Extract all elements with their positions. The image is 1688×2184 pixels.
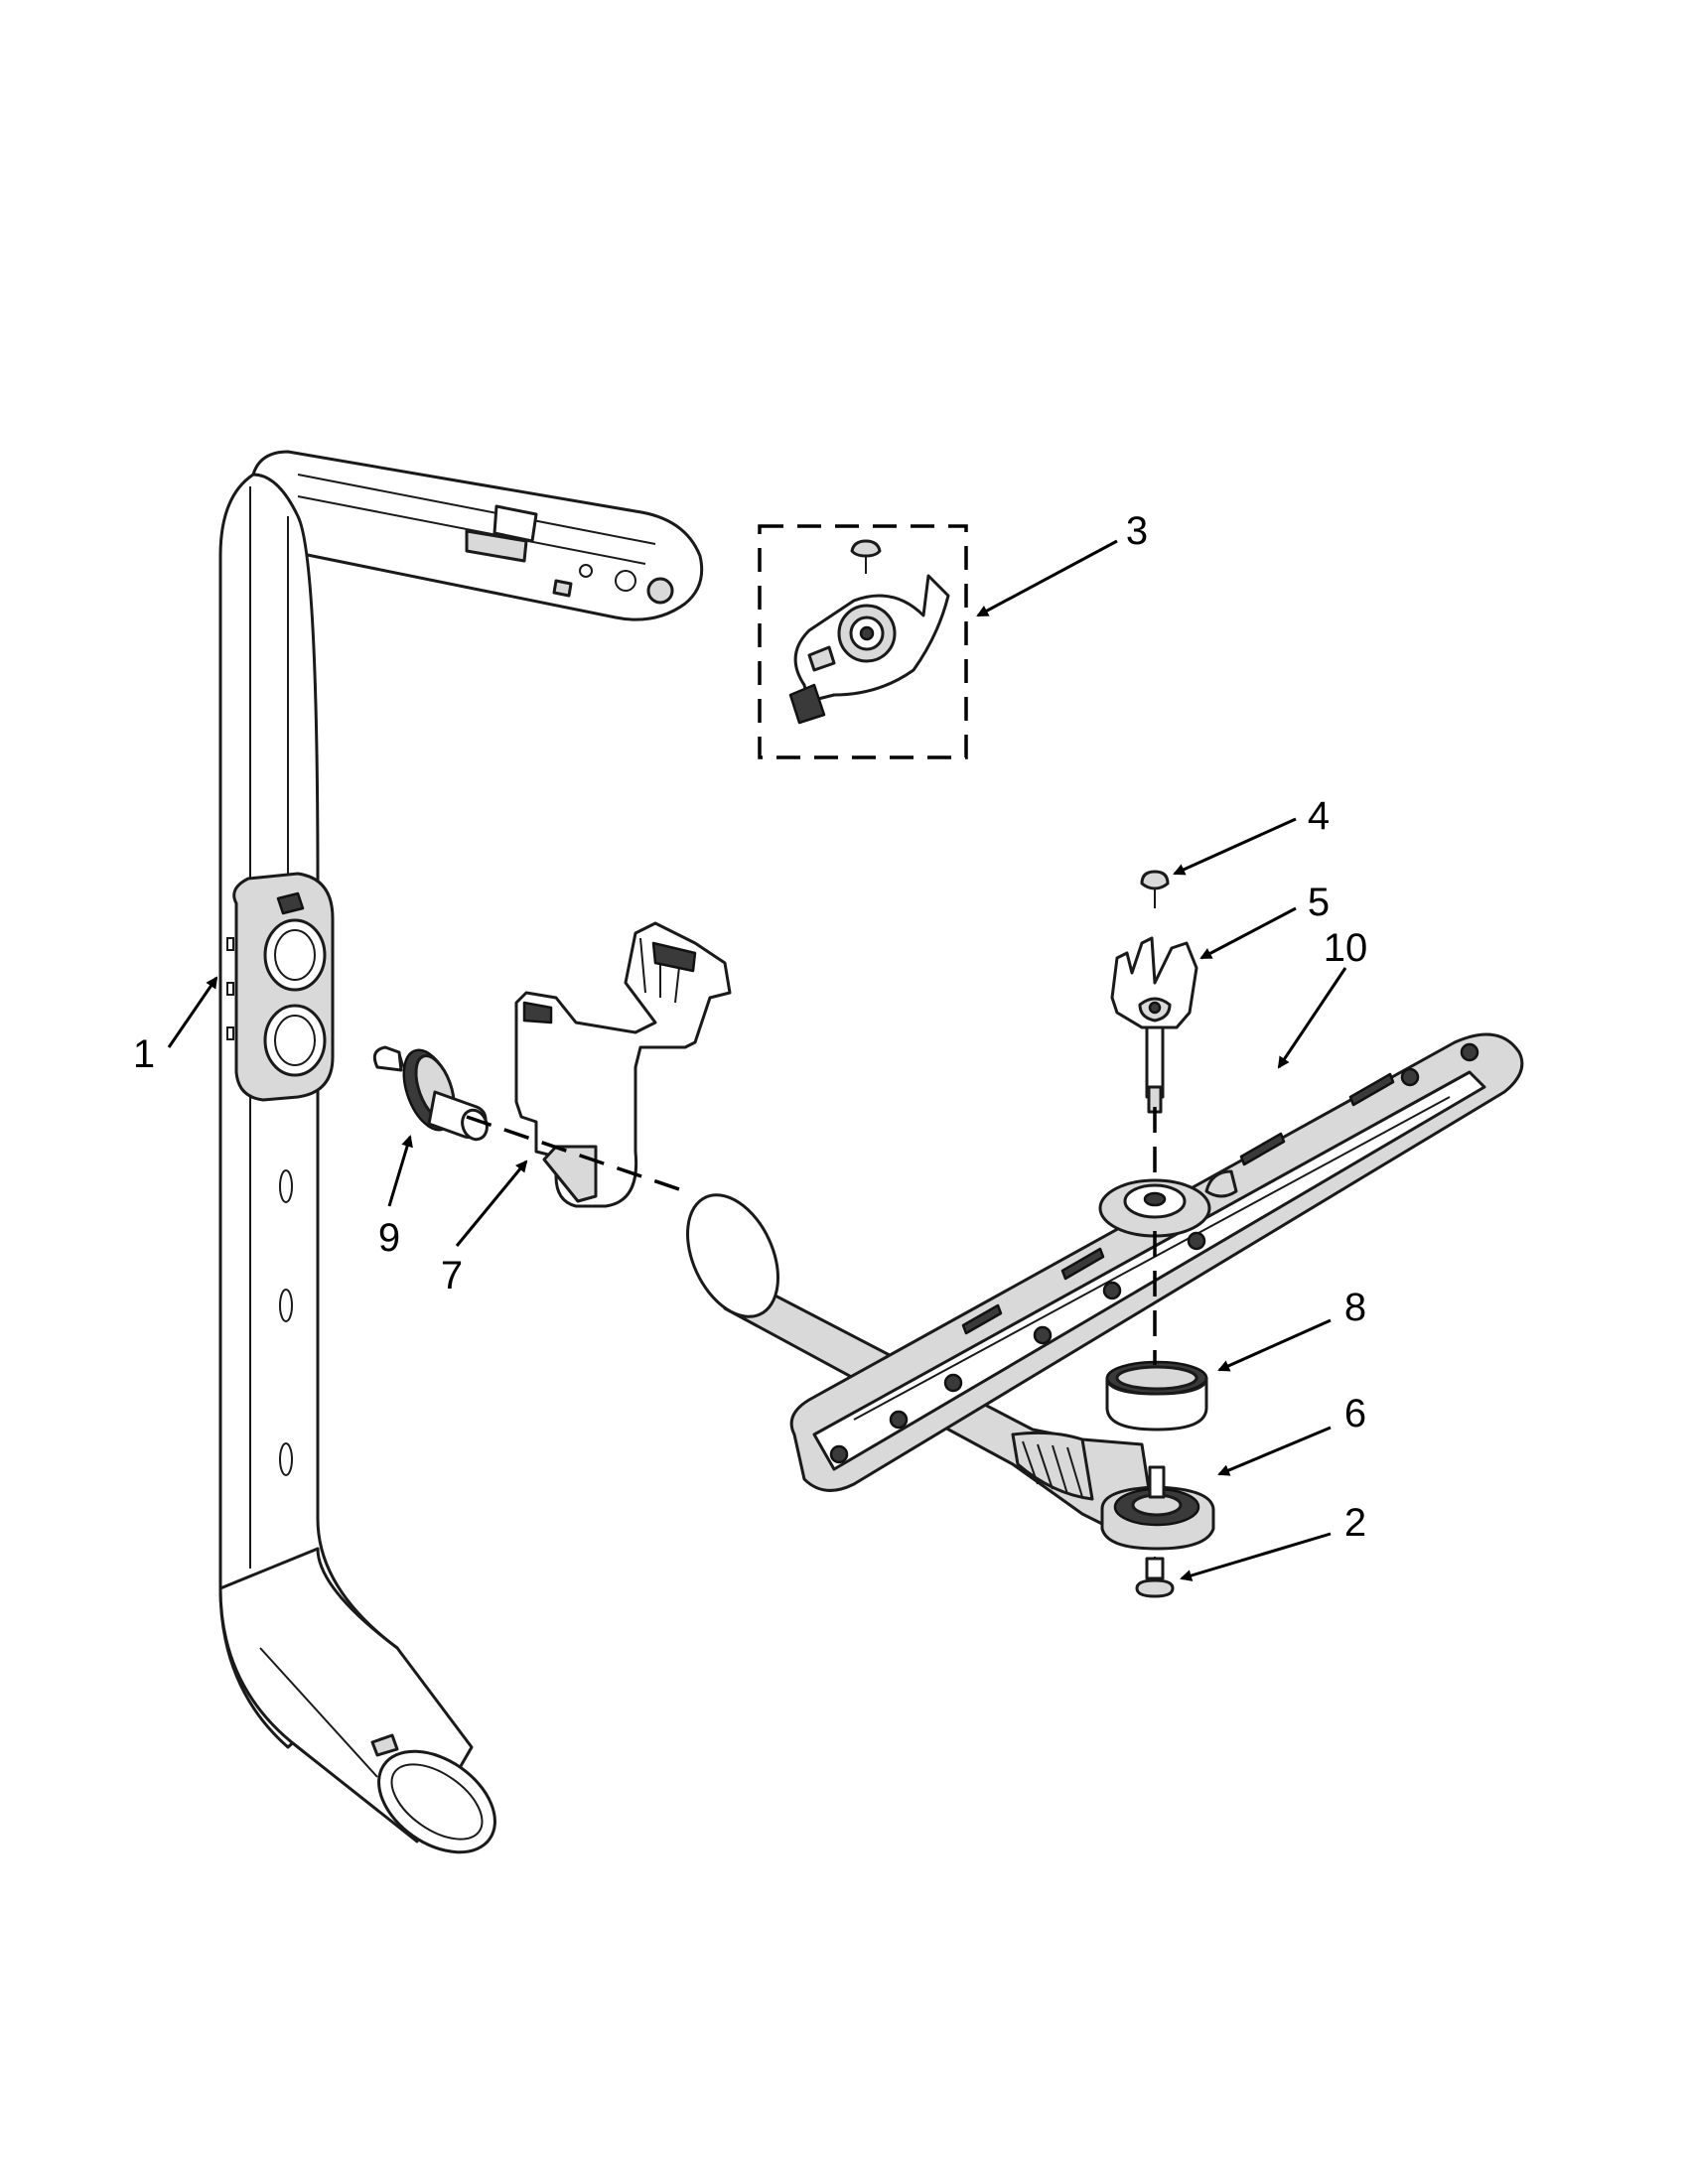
leader-2 [1180,1532,1332,1581]
part-7-bracket [514,921,732,1208]
leader-8 [1217,1318,1332,1372]
part-5-mount [1110,936,1198,1114]
leader-10 [1277,967,1347,1069]
part-10-spray-arm [686,1032,1524,1531]
callout-3: 3 [1126,509,1148,553]
leader-5 [1199,906,1297,960]
callout-2: 2 [1344,1501,1366,1545]
part-9-plug [372,1045,489,1142]
part-2-screw-bottom [1135,1557,1175,1598]
part-6-hub [1100,1465,1215,1551]
callout-1: 1 [133,1032,155,1076]
callout-8: 8 [1344,1286,1366,1329]
leader-1 [167,976,218,1048]
part-1-supply-tube [218,450,704,1854]
callout-9: 9 [378,1216,400,1260]
part-4-screw-top [1140,870,1170,908]
callout-6: 6 [1344,1392,1366,1435]
callout-4: 4 [1308,794,1330,838]
leader-9 [387,1135,413,1207]
part-3-deflector-assembly [758,524,968,759]
callout-5: 5 [1308,881,1330,924]
leader-4 [1173,817,1297,876]
part-8-ring [1105,1360,1208,1432]
leader-7 [455,1160,528,1247]
callout-10: 10 [1324,926,1368,970]
callout-7: 7 [441,1254,463,1297]
leader-3 [976,539,1118,617]
leader-6 [1217,1426,1332,1476]
